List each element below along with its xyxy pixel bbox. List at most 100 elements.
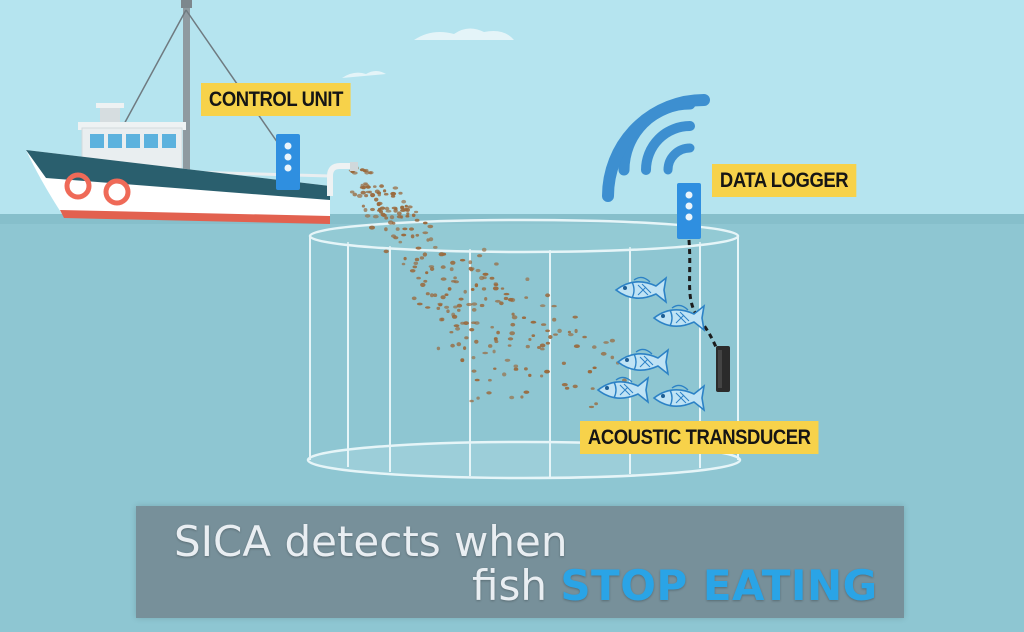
feed-pellet bbox=[383, 189, 387, 193]
wifi-signal-icon bbox=[602, 94, 710, 202]
feed-pellet bbox=[600, 351, 607, 356]
feed-pellet bbox=[384, 227, 388, 232]
feed-pellet bbox=[551, 304, 557, 308]
feed-pellet bbox=[430, 293, 434, 298]
data-logger-label: DATA LOGGER bbox=[712, 164, 857, 197]
feed-pellet bbox=[525, 344, 530, 349]
feed-pellet bbox=[396, 215, 403, 219]
feed-pellet bbox=[574, 328, 578, 334]
feed-pellet bbox=[482, 351, 489, 355]
feed-pellet bbox=[453, 324, 460, 328]
feed-pellet bbox=[395, 227, 400, 231]
feed-pellet bbox=[540, 347, 545, 351]
feed-pellet bbox=[496, 330, 500, 335]
feed-pellet bbox=[470, 288, 475, 291]
feed-pellet bbox=[603, 341, 609, 344]
caption-emphasis: STOP EATING bbox=[560, 561, 878, 610]
feed-pellet bbox=[458, 297, 464, 301]
feed-pellet bbox=[494, 262, 499, 266]
feed-pellet bbox=[561, 361, 567, 365]
feed-pellet bbox=[528, 338, 532, 341]
feed-pellet bbox=[471, 356, 476, 360]
feed-pellet bbox=[429, 267, 435, 271]
feed-pellet bbox=[416, 302, 423, 306]
feed-pellet bbox=[488, 378, 492, 382]
feed-pellet bbox=[493, 367, 497, 370]
feed-pellet bbox=[401, 262, 406, 266]
feed-pellet bbox=[374, 189, 380, 194]
feed-pellet bbox=[426, 238, 430, 242]
feed-pellet bbox=[548, 335, 553, 339]
feed-pellet bbox=[509, 395, 515, 400]
feed-pellet bbox=[573, 344, 580, 349]
feed-pellet bbox=[492, 349, 496, 354]
feed-pellet bbox=[521, 316, 527, 320]
feed-pellet bbox=[463, 321, 469, 325]
feed-pellet bbox=[468, 260, 473, 265]
feed-pellet bbox=[396, 211, 402, 216]
feed-pellet bbox=[474, 378, 480, 382]
feed-pellet bbox=[433, 293, 438, 298]
feed-pellet bbox=[453, 276, 457, 280]
fish-cage-net bbox=[306, 218, 742, 480]
boat-icon bbox=[26, 0, 358, 224]
feed-pellet bbox=[474, 339, 479, 344]
feed-pellet bbox=[582, 335, 587, 339]
feed-pellet bbox=[373, 185, 377, 188]
feed-pellet bbox=[409, 227, 414, 231]
cloud bbox=[414, 28, 514, 40]
feed-pellet bbox=[524, 367, 528, 371]
feed-pellet bbox=[464, 336, 469, 340]
feed-pellet bbox=[460, 321, 465, 325]
feed-pellet bbox=[544, 369, 550, 374]
feed-pellet bbox=[449, 331, 454, 334]
feed-pellet bbox=[537, 346, 541, 349]
acoustic-transducer-icon bbox=[716, 346, 730, 392]
feed-pellet bbox=[503, 296, 509, 301]
feed-pellet bbox=[609, 338, 616, 343]
feed-pellet bbox=[416, 276, 421, 280]
feed-pellet bbox=[476, 396, 480, 400]
control-unit-label: CONTROL UNIT bbox=[201, 83, 351, 116]
cloud bbox=[342, 71, 386, 78]
feed-pellet bbox=[564, 386, 570, 390]
feed-pellet bbox=[545, 329, 550, 333]
caption-prefix: fish bbox=[472, 561, 561, 610]
feed-pellet bbox=[510, 322, 516, 327]
fish-school bbox=[596, 276, 706, 412]
feed-pellet bbox=[481, 287, 487, 291]
feed-pellet bbox=[561, 383, 568, 387]
feed-pellet bbox=[477, 254, 483, 258]
feed-pellet bbox=[530, 320, 537, 324]
feed-pellet bbox=[447, 287, 452, 291]
feed-pellet bbox=[379, 184, 384, 188]
feed-pellet bbox=[406, 212, 410, 216]
feed-pellet bbox=[403, 208, 408, 212]
feed-pellet bbox=[610, 355, 615, 360]
feed-pellet bbox=[394, 207, 398, 211]
feed-pellet bbox=[380, 212, 386, 217]
feed-pellet bbox=[360, 183, 364, 188]
feed-pellet bbox=[356, 193, 363, 198]
feed-pellet bbox=[433, 245, 438, 249]
caption-line-1: SICA detects when bbox=[174, 517, 568, 566]
feed-pellet bbox=[415, 233, 420, 237]
feed-pellet bbox=[440, 265, 446, 269]
feed-pellet bbox=[507, 337, 514, 341]
feed-pellet bbox=[440, 277, 447, 281]
feed-pellet bbox=[425, 271, 429, 275]
feed-pellet bbox=[590, 387, 595, 390]
feed-pellet bbox=[592, 345, 597, 349]
feed-pellet bbox=[474, 283, 479, 288]
feed-pellet bbox=[423, 279, 428, 283]
feed-pellet bbox=[400, 205, 405, 210]
feed-pellet bbox=[456, 342, 462, 347]
feed-pellet bbox=[370, 193, 376, 198]
feed-pellet bbox=[499, 301, 504, 306]
feed-pellet bbox=[368, 171, 374, 175]
feed-pellet bbox=[391, 234, 396, 238]
feed-pellet bbox=[364, 214, 371, 218]
feed-pellet bbox=[349, 190, 355, 194]
feed-pellet bbox=[471, 308, 477, 312]
